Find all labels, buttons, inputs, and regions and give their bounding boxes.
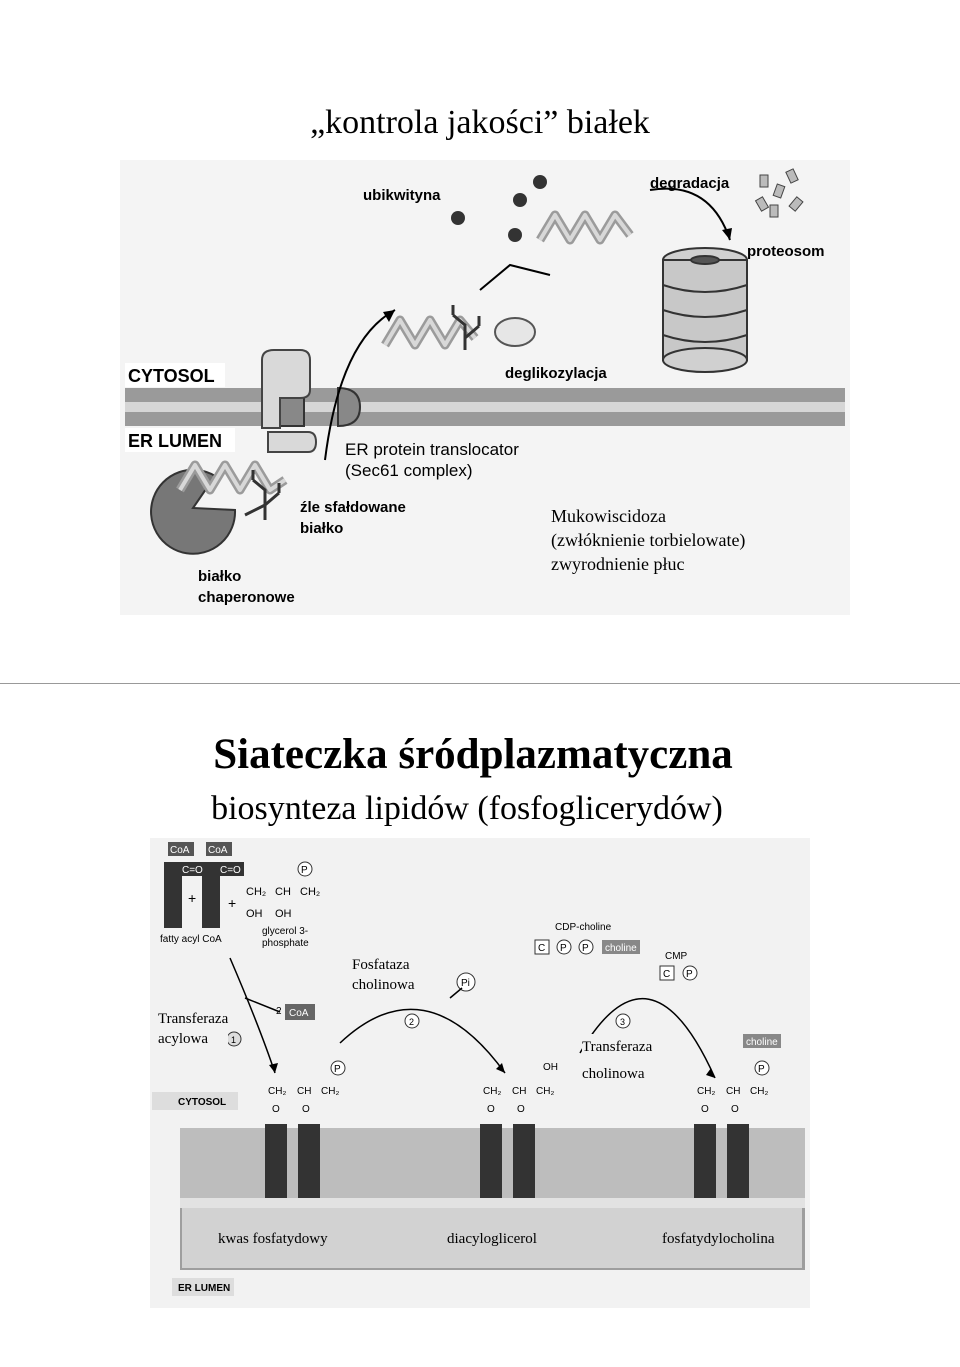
- lipid-diacylglycerol: OH CH₂ CH CH₂ O O: [480, 1062, 558, 1198]
- svg-text:P: P: [686, 969, 693, 980]
- cdp-choline-label: CDP-choline: [555, 922, 612, 933]
- svg-text:P: P: [301, 865, 308, 876]
- slide2-subtitle: biosynteza lipidów (fosfoglicerydów): [211, 790, 723, 827]
- export-arrow: [324, 309, 396, 461]
- svg-text:CoA: CoA: [170, 845, 190, 856]
- disease-name: Mukowiscidoza: [551, 506, 666, 526]
- svg-text:P: P: [560, 943, 567, 954]
- disease-effect: zwyrodnienie płuc: [551, 554, 685, 574]
- proteasome-shape: [662, 247, 748, 373]
- misfolded-label-line1: źle sfałdowane: [300, 499, 406, 516]
- product-diacylglycerol: diacyloglicerol: [447, 1231, 537, 1247]
- glycan-icon: [244, 305, 481, 520]
- svg-text:CH₂: CH₂: [300, 886, 320, 898]
- step-1-label: 1: [231, 1035, 236, 1045]
- acyl-transfer-arrow: [229, 957, 276, 1074]
- svg-text:CH₂: CH₂: [268, 1086, 286, 1097]
- svg-text:CH: CH: [512, 1086, 526, 1097]
- glycerol-label-line2: phosphate: [262, 938, 309, 949]
- svg-text:P: P: [582, 943, 589, 954]
- cytosol2-label: CYTOSOL: [178, 1097, 226, 1108]
- glycerol-label-line1: glycerol 3-: [262, 926, 308, 937]
- enzyme-phosphatase: Fosfataza cholinowa: [352, 955, 415, 995]
- svg-text:CH: CH: [275, 886, 291, 898]
- svg-text:O: O: [302, 1104, 310, 1115]
- proteosom-label: proteosom: [747, 243, 825, 260]
- svg-text:O: O: [272, 1104, 280, 1115]
- svg-text:C=O: C=O: [220, 865, 241, 876]
- product-phosphatidic-acid: kwas fosfatydowy: [218, 1231, 328, 1247]
- svg-text:CH: CH: [726, 1086, 740, 1097]
- svg-text:+: +: [188, 890, 196, 906]
- phosphatase-arrow: [339, 1008, 506, 1074]
- translocator-label-line2: (Sec61 complex): [345, 461, 473, 480]
- ubikwityna-label: ubikwityna: [363, 187, 441, 204]
- svg-text:P: P: [758, 1064, 765, 1075]
- product-labels-bar: [182, 1208, 802, 1268]
- svg-text:P: P: [334, 1064, 341, 1075]
- cytosol-label: CYTOSOL: [128, 366, 215, 386]
- svg-text:CH: CH: [297, 1086, 311, 1097]
- svg-text:choline: choline: [605, 943, 637, 954]
- peptide-fragments-icon: [754, 168, 804, 218]
- svg-text:OH: OH: [275, 908, 292, 920]
- svg-text:CH₂: CH₂: [483, 1086, 501, 1097]
- enzyme-cholinetransferase: Transferaza cholinowa: [582, 1034, 653, 1088]
- svg-text:CH₂: CH₂: [536, 1086, 554, 1097]
- svg-text:CoA: CoA: [289, 1008, 309, 1019]
- fatty-acyl-coa-icon: CoA CoA C=O C=O: [164, 842, 244, 928]
- svg-text:O: O: [701, 1104, 709, 1115]
- disease-note: Mukowiscidoza (zwłóknienie torbielowate)…: [545, 502, 752, 578]
- disease-alt-name: (zwłóknienie torbielowate): [551, 530, 746, 550]
- chaperone-label-line1: białko: [198, 568, 241, 585]
- page-divider: [0, 683, 960, 684]
- translocator-right: [337, 386, 362, 428]
- chaperone-label-line2: chaperonowe: [198, 589, 295, 606]
- degradacja-label: degradacja: [650, 175, 730, 192]
- to-proteasome-arrow: [649, 187, 731, 241]
- deglycosylation-enzyme-shape: [494, 317, 536, 347]
- svg-text:CH₂: CH₂: [246, 886, 266, 898]
- membrane-core: [180, 1198, 805, 1208]
- cmp-label: CMP: [665, 951, 688, 962]
- translocator-label-line1: ER protein translocator: [345, 440, 519, 459]
- er-membrane-bottom: [125, 412, 845, 426]
- svg-text:CH₂: CH₂: [750, 1086, 768, 1097]
- ubiquitin-icon: [451, 175, 547, 242]
- er-lumen2-label: ER LUMEN: [178, 1283, 230, 1294]
- choline-transfer-arrow: [579, 997, 716, 1079]
- er-lumen-label: ER LUMEN: [128, 431, 222, 451]
- pi-label: Pi: [461, 978, 470, 989]
- step-2-label: 2: [409, 1017, 414, 1027]
- slide1-title: „kontrola jakości” białek: [310, 104, 650, 141]
- product-phosphatidylcholine: fosfatydylocholina: [662, 1231, 775, 1247]
- svg-text:CoA: CoA: [208, 845, 228, 856]
- ubiquitination-arrow: [479, 263, 551, 291]
- svg-text:OH: OH: [543, 1062, 558, 1073]
- svg-text:O: O: [487, 1104, 495, 1115]
- svg-text:O: O: [517, 1104, 525, 1115]
- slide2-title: Siateczka śródplazmatyczna: [213, 731, 733, 778]
- svg-text:C: C: [663, 969, 670, 980]
- fatty-acyl-coa-label: fatty acyl CoA: [160, 934, 222, 945]
- lipid-phosphatidic-acid: CH₂ CH CH₂ P O O: [265, 1060, 346, 1198]
- er-membrane-top: [125, 388, 845, 402]
- svg-text:CH₂: CH₂: [697, 1086, 715, 1097]
- misfolded-label-line2: białko: [300, 520, 343, 537]
- svg-text:C: C: [538, 943, 545, 954]
- deglikozylacja-label: deglikozylacja: [505, 365, 607, 382]
- svg-text:choline: choline: [746, 1037, 778, 1048]
- lipid-phosphatidylcholine: choline P CH₂ CH CH₂ O O: [694, 1034, 781, 1198]
- svg-text:C=O: C=O: [182, 865, 203, 876]
- step-3-label: 3: [620, 1017, 625, 1027]
- chaperone-upper: [261, 349, 311, 429]
- enzyme-acyltransferase: Transferaza acylowa: [158, 1009, 229, 1049]
- svg-text:CH₂: CH₂: [321, 1086, 339, 1097]
- svg-text:+: +: [228, 895, 236, 911]
- svg-text:O: O: [731, 1104, 739, 1115]
- svg-text:OH: OH: [246, 908, 263, 920]
